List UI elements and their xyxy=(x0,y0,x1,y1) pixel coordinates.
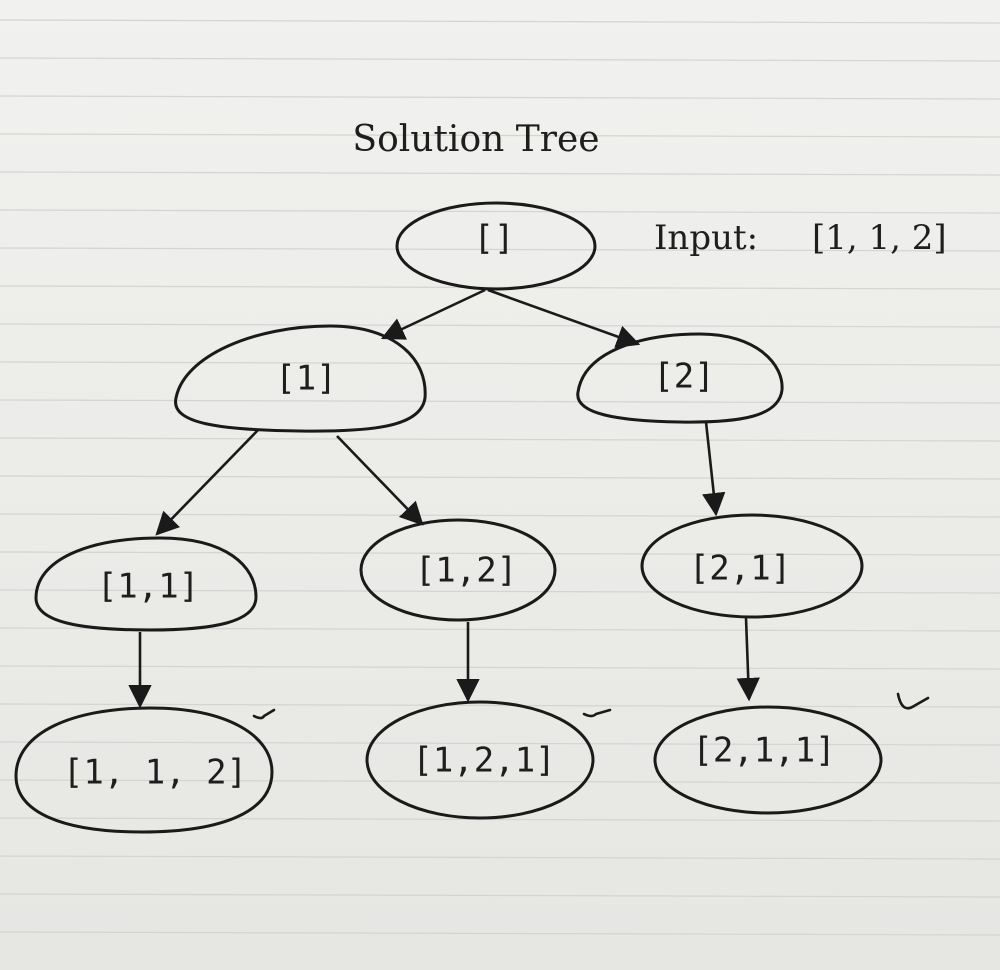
diagram-title: Solution Tree xyxy=(352,119,599,160)
node-label: [1, 1, 2] xyxy=(63,753,247,793)
tree-node-2-1: [2,1] xyxy=(640,513,864,619)
node-label: [1,2] xyxy=(415,551,517,591)
ruled-line xyxy=(0,741,1000,746)
ruled-line xyxy=(0,95,1000,100)
input-label: Input: xyxy=(654,218,758,258)
edge-1-to-11 xyxy=(155,429,259,536)
node-outline xyxy=(174,324,427,433)
checkmark-icon xyxy=(582,708,612,718)
ruled-line xyxy=(0,361,1000,366)
ruled-line xyxy=(0,703,1000,708)
ruled-line xyxy=(0,171,1000,176)
ruled-line xyxy=(0,323,1000,328)
node-outline xyxy=(34,536,258,632)
ruled-line xyxy=(0,855,1000,860)
ruled-line xyxy=(0,399,1000,404)
node-outline xyxy=(576,332,784,424)
ruled-line xyxy=(0,779,1000,784)
node-outline xyxy=(395,201,597,291)
tree-node-2: [2] xyxy=(576,332,784,424)
checkmark-icon xyxy=(896,692,930,710)
node-label: [2] xyxy=(653,357,714,397)
tree-node-1-1: [1,1] xyxy=(34,536,258,632)
node-outline xyxy=(359,518,557,622)
tree-node-2-1-1: [2,1,1] xyxy=(653,705,883,815)
node-outline xyxy=(365,700,595,820)
node-label: [1] xyxy=(275,359,336,399)
edge-root-to-2 xyxy=(487,288,641,348)
node-outline xyxy=(14,706,274,834)
ruled-line xyxy=(0,247,1000,252)
node-outline xyxy=(640,513,864,619)
node-label: [2,1] xyxy=(689,549,791,589)
ruled-line xyxy=(0,209,1000,214)
edge-root-to-1 xyxy=(380,288,486,340)
node-label: [1,1] xyxy=(97,567,199,607)
tree-node-1-1-2: [1, 1, 2] xyxy=(14,706,274,834)
ruled-line xyxy=(0,437,1000,442)
edge-2-to-21 xyxy=(702,421,726,517)
ruled-line xyxy=(0,513,1000,518)
ruled-line xyxy=(0,893,1000,898)
node-label: [] xyxy=(474,219,515,259)
ruled-line xyxy=(0,475,1000,480)
ruled-line xyxy=(0,57,1000,62)
edge-21-to-211 xyxy=(736,617,760,702)
ruled-line xyxy=(0,665,1000,670)
checkmark-icon xyxy=(252,708,276,720)
ruled-line xyxy=(0,551,1000,556)
node-label: [1,2,1] xyxy=(412,741,555,781)
ruled-line xyxy=(0,19,1000,24)
tree-node-1-2: [1,2] xyxy=(359,518,557,622)
node-outline xyxy=(653,705,883,815)
ruled-line xyxy=(0,589,1000,594)
ruled-line xyxy=(0,817,1000,822)
node-label: [2,1,1] xyxy=(692,731,835,771)
tree-node-1: [1] xyxy=(174,324,427,433)
input-value: [1, 1, 2] xyxy=(812,218,947,258)
ruled-line xyxy=(0,133,1000,138)
ruled-line xyxy=(0,931,1000,936)
tree-node-1-2-1: [1,2,1] xyxy=(365,700,595,820)
tree-node-root: [] xyxy=(395,201,597,291)
ruled-lines xyxy=(0,19,1000,936)
edge-1-to-12 xyxy=(336,435,424,526)
tree-edges xyxy=(128,288,760,709)
